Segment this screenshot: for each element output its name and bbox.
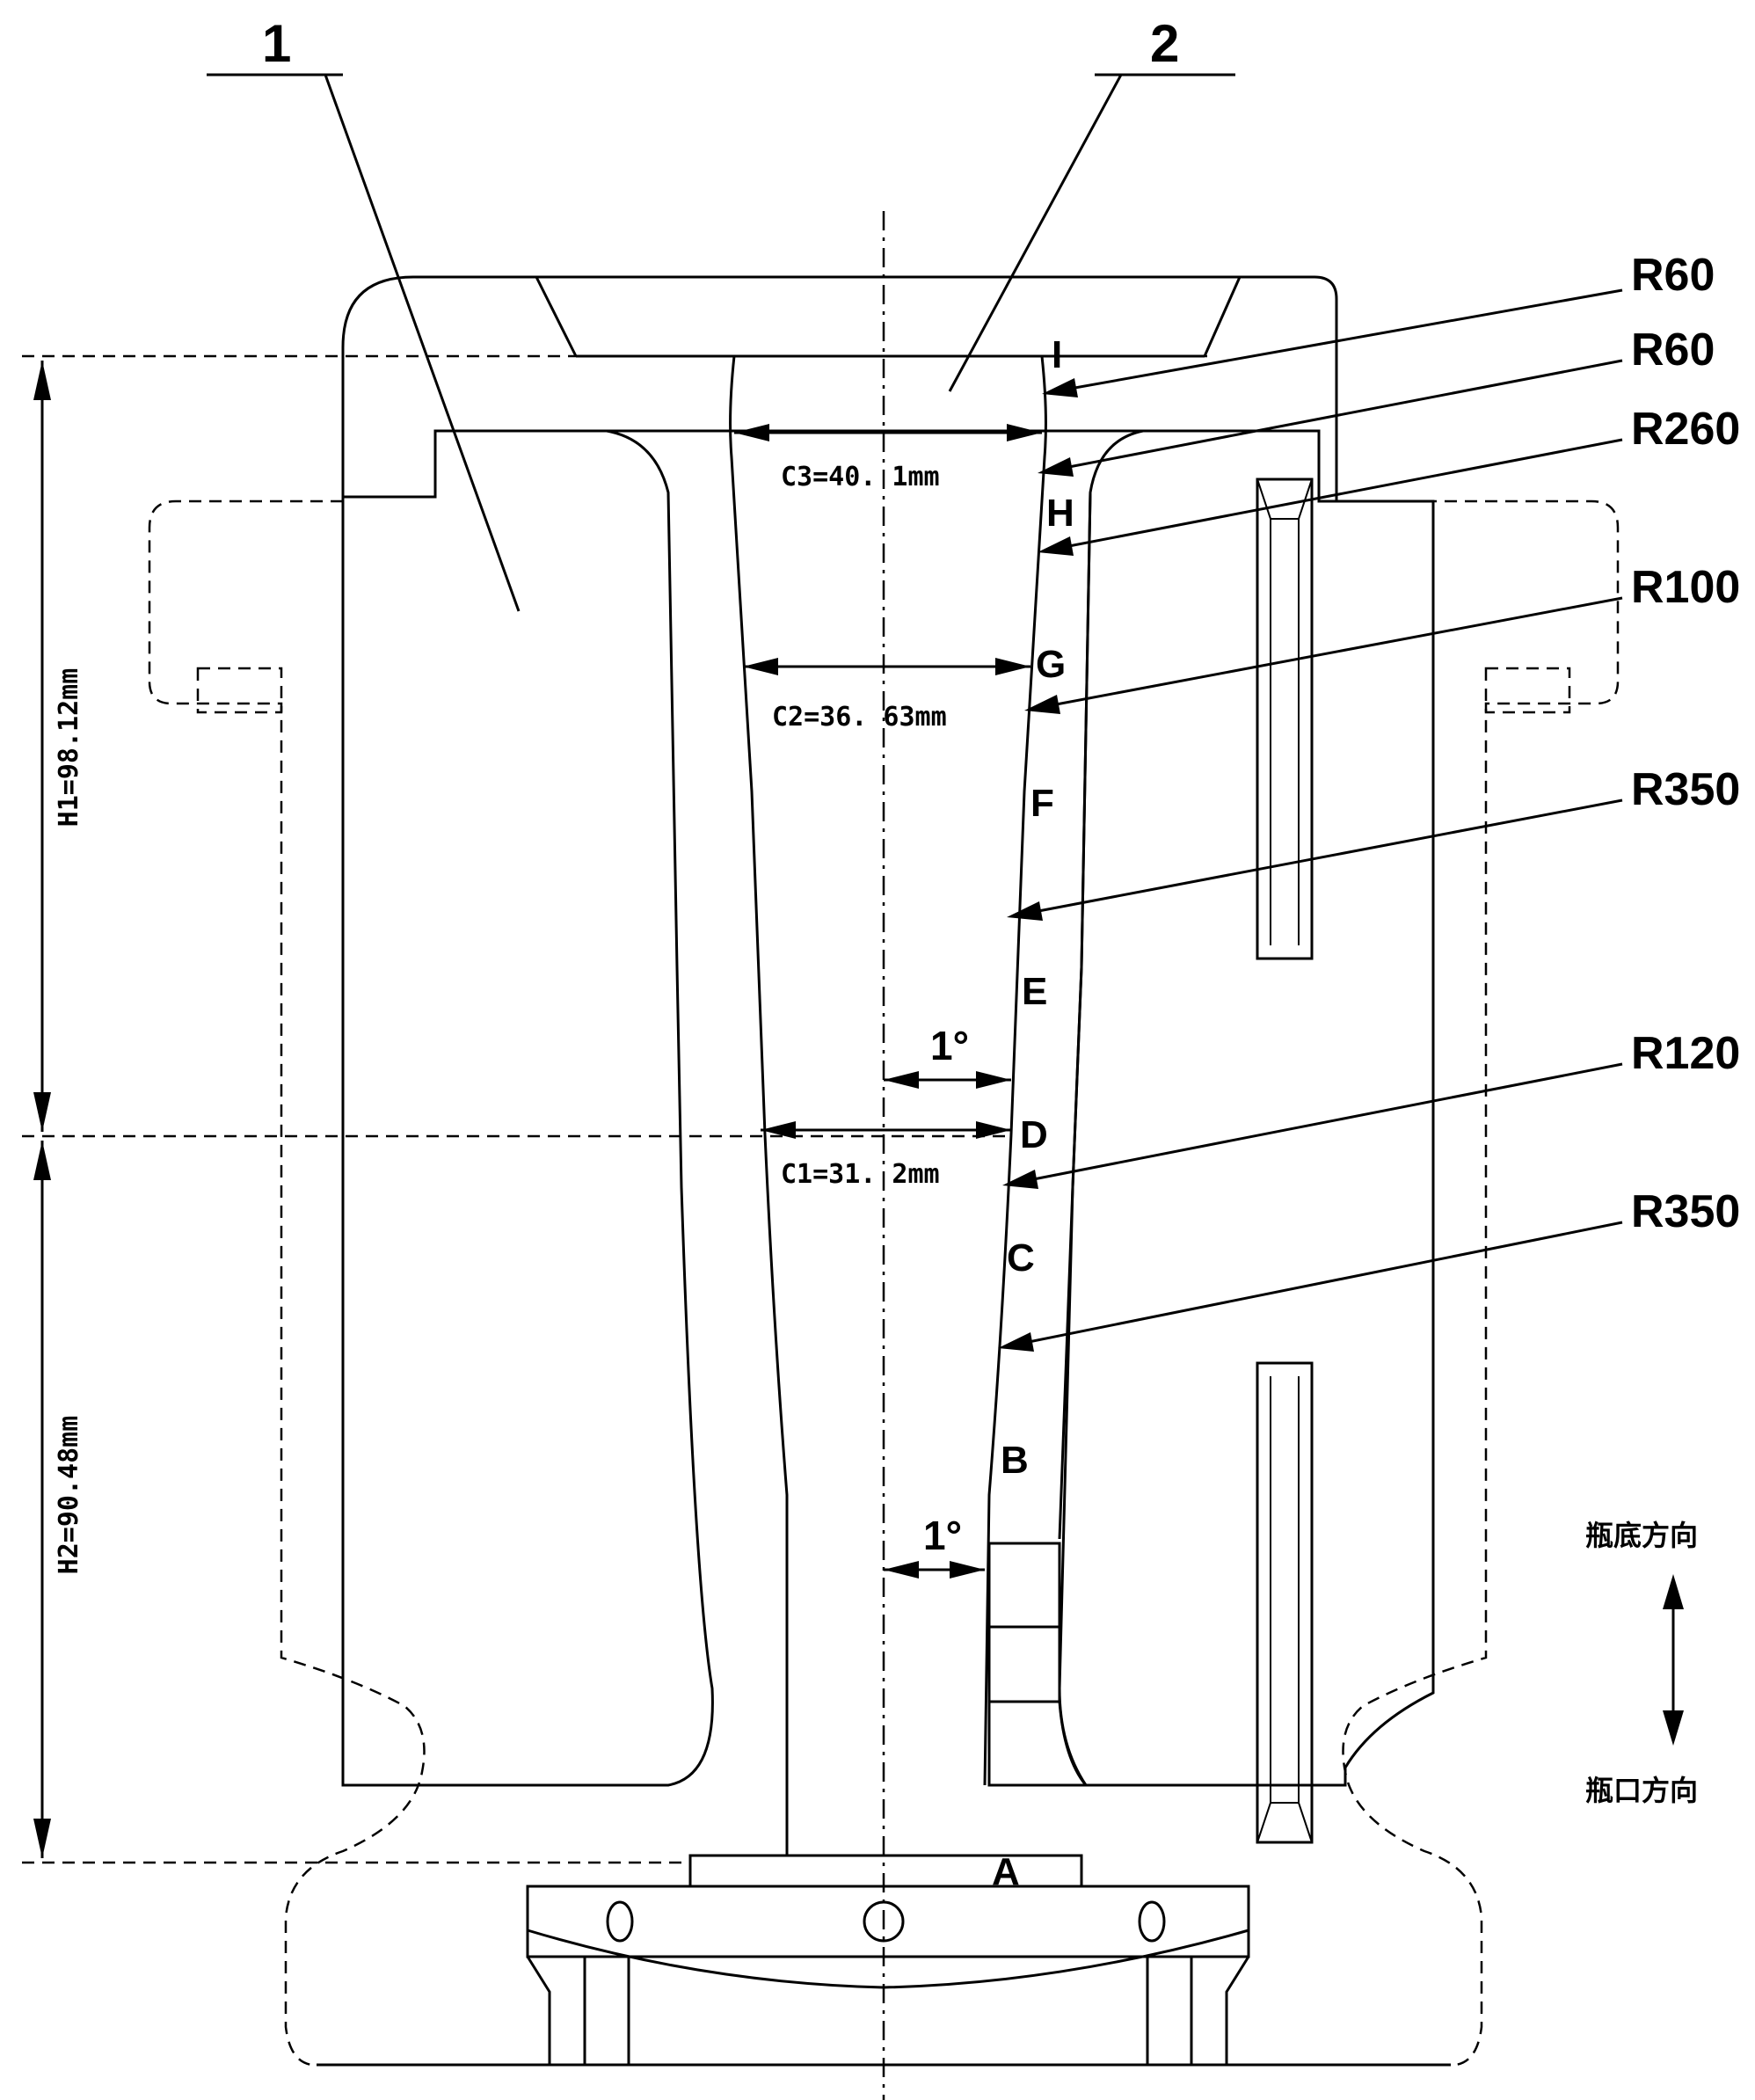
h2-arrow-bottom bbox=[33, 1819, 51, 1858]
direction-bottom-label: 瓶底方向 bbox=[1585, 1519, 1698, 1552]
part1-leader bbox=[324, 74, 521, 612]
direction-mouth-label: 瓶口方向 bbox=[1585, 1774, 1698, 1807]
section-letter-g: G bbox=[1036, 643, 1066, 686]
part2-leader bbox=[948, 74, 1123, 392]
vent-slot-upper bbox=[1256, 478, 1314, 960]
cap-chamfer-right bbox=[1203, 276, 1242, 357]
base-plate bbox=[526, 1885, 1250, 1958]
c1-arrow-right bbox=[976, 1121, 1011, 1139]
angle-lower-arrow-right bbox=[950, 1561, 985, 1579]
base-skirt bbox=[526, 1956, 1250, 2065]
radius-leaders bbox=[998, 288, 1623, 1352]
section-letter-c: C bbox=[1007, 1236, 1035, 1280]
cavity-profile-right bbox=[983, 355, 1047, 1786]
cap-chamfer-left bbox=[535, 276, 578, 357]
c3-label: C3=40. 1mm bbox=[781, 462, 940, 492]
angle-upper-arrow-left bbox=[884, 1071, 919, 1089]
insert-ring-gap bbox=[987, 1625, 1061, 1703]
h1-arrow-bottom bbox=[33, 1092, 51, 1132]
part1-label: 1 bbox=[262, 14, 291, 73]
section-letter-b: B bbox=[1001, 1439, 1029, 1482]
vent-slot-lower-tip bbox=[1256, 1802, 1313, 1843]
base-foot-right bbox=[1146, 1955, 1193, 2067]
direction-arrow-down bbox=[1663, 1710, 1684, 1746]
section-letter-f: F bbox=[1030, 782, 1054, 825]
base-pin-left bbox=[606, 1900, 634, 1943]
insert-ring-lower bbox=[987, 1700, 1089, 1787]
base-ring bbox=[527, 1929, 1249, 1989]
section-letter-e: E bbox=[1022, 970, 1047, 1013]
part2-label: 2 bbox=[1150, 14, 1179, 73]
section-letter-a: A bbox=[992, 1850, 1020, 1893]
section-letter-d: D bbox=[1020, 1113, 1048, 1156]
direction-arrow-up bbox=[1663, 1574, 1684, 1609]
radius-label-3: R260 bbox=[1631, 404, 1740, 455]
h2-label: H2=90.48mm bbox=[54, 1416, 84, 1575]
h1-arrow-top bbox=[33, 361, 51, 400]
angle-lower-label: 1° bbox=[923, 1513, 962, 1558]
c3-arrow-left bbox=[734, 424, 769, 441]
radius-label-1: R60 bbox=[1631, 250, 1715, 301]
cavity-profile-left bbox=[729, 355, 789, 1856]
c3-arrow-right bbox=[1007, 424, 1042, 441]
vent-slot-lower bbox=[1256, 1361, 1314, 1844]
angle-upper-arrow-right bbox=[976, 1071, 1011, 1089]
bottle-neck-notch-left bbox=[196, 667, 283, 714]
radius-label-4: R100 bbox=[1631, 562, 1740, 613]
angle-upper-label: 1° bbox=[930, 1023, 969, 1068]
angle-lower-arrow-left bbox=[884, 1561, 919, 1579]
radius-label-6: R120 bbox=[1631, 1028, 1740, 1079]
mold-half-right bbox=[1058, 429, 1435, 1787]
vent-slot-upper-tip bbox=[1256, 478, 1313, 520]
h2-arrow-top bbox=[33, 1141, 51, 1180]
c2-arrow-left bbox=[743, 658, 778, 675]
section-letter-i: I bbox=[1052, 333, 1062, 376]
radius-label-2: R60 bbox=[1631, 324, 1715, 376]
section-letter-h: H bbox=[1046, 492, 1074, 535]
radius-label-7: R350 bbox=[1631, 1186, 1740, 1237]
mold-half-left bbox=[341, 429, 714, 1787]
h1-label: H1=98.12mm bbox=[54, 668, 84, 828]
insert-ring-upper bbox=[987, 1542, 1061, 1629]
bottle-outline-left bbox=[148, 499, 426, 2067]
c2-arrow-right bbox=[995, 658, 1030, 675]
c1-label: C1=31. 2mm bbox=[781, 1159, 940, 1190]
base-foot-left bbox=[583, 1955, 630, 2067]
bottle-outline-right bbox=[1342, 499, 1620, 2067]
base-step bbox=[688, 1854, 1083, 1888]
c2-label: C2=36. 63mm bbox=[772, 702, 947, 733]
bottle-neck-notch-right bbox=[1484, 667, 1571, 714]
cavity-wall-right bbox=[1058, 492, 1092, 1540]
base-pin-right bbox=[1138, 1900, 1166, 1943]
radius-label-5: R350 bbox=[1631, 764, 1740, 815]
c1-arrow-left bbox=[761, 1121, 796, 1139]
